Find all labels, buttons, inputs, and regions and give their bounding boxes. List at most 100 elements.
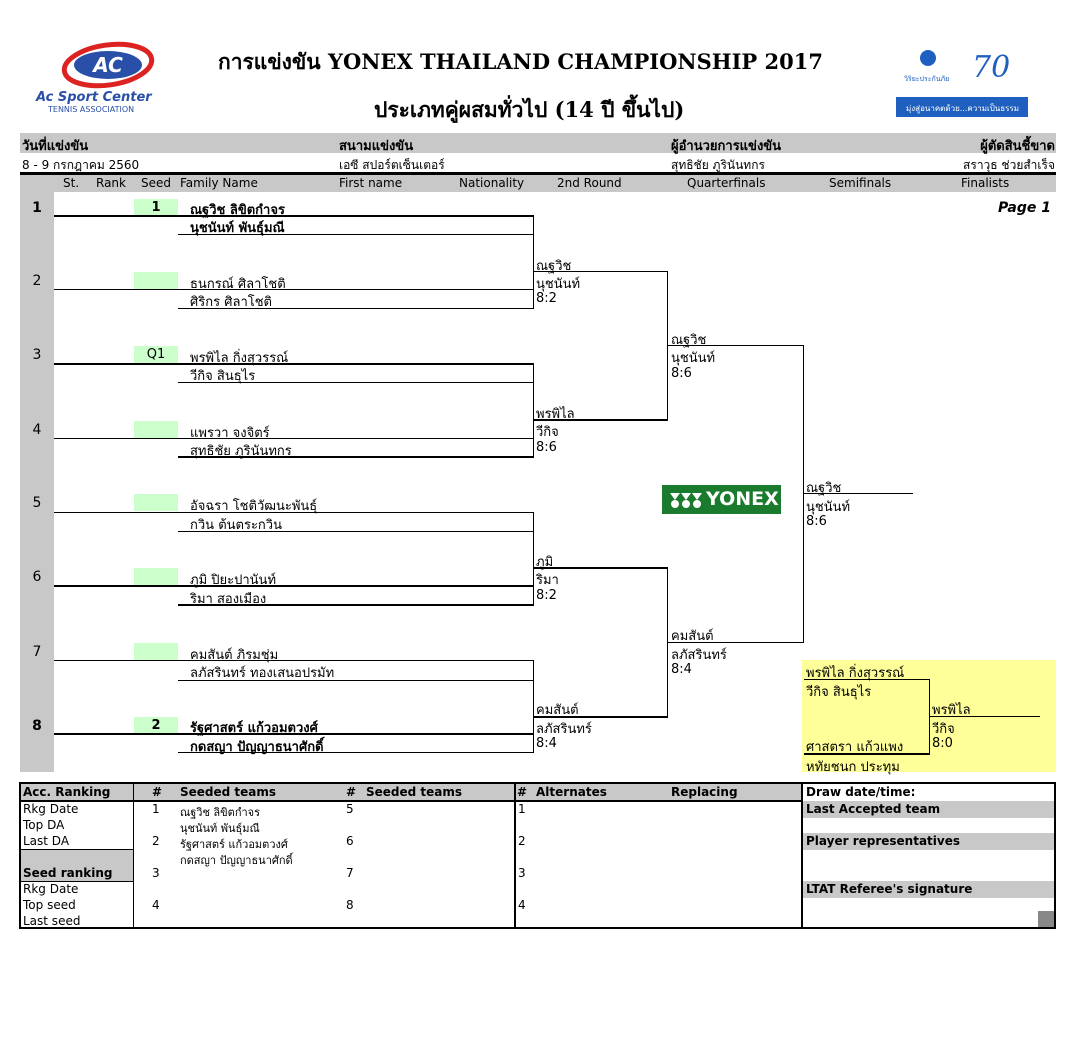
seed-box: 2 (134, 717, 178, 734)
top-seed-label: Top seed (23, 898, 76, 912)
qf-score: 8:6 (671, 366, 692, 381)
round2-player2: วีกิจ (536, 425, 559, 440)
ac-logo: AC Ac Sport Center TENNIS ASSOCIATION (36, 40, 170, 120)
playoff-team-b2: หทัยชนก ประทุม (806, 760, 900, 775)
seed-num: 5 (346, 802, 354, 816)
sponsor-caption: วิริยะประกันภัย (904, 75, 950, 83)
last-seed-label: Last seed (23, 914, 81, 928)
round2-score: 8:4 (536, 736, 557, 751)
alternate-num: 4 (518, 898, 526, 912)
seed-num: 3 (152, 866, 160, 880)
round2-player1: ณฐวิช (536, 259, 572, 274)
draw-position: 3 (32, 347, 42, 363)
entry-player2: กวิน ต้นตระกวิน (190, 518, 282, 533)
seed-num: 2 (152, 834, 160, 848)
seed-box (134, 272, 178, 289)
round2-score: 8:6 (536, 440, 557, 455)
venue-value: เอซี สปอร์ตเซ็นเตอร์ (339, 158, 445, 172)
qf-score: 8:4 (671, 662, 692, 677)
sf-player2: นุชนันท์ (806, 500, 851, 515)
player-reps-label: Player representatives (806, 834, 961, 848)
seed-team-player: ณฐวิช ลิขิตกำจร (180, 806, 261, 819)
seed-box: Q1 (134, 346, 178, 363)
footer-table (19, 782, 1056, 929)
round2-player2: นุชนันท์ (536, 277, 581, 292)
seed-ranking-label: Seed ranking (23, 866, 113, 880)
referee-label: ผู้ตัดสินชี้ขาด (980, 139, 1055, 154)
entry-player1: อัจฉรา โชติวัฒนะพันธุ์ (190, 499, 318, 514)
draw-position: 6 (32, 569, 42, 585)
yonex-mark-icon (670, 493, 702, 508)
alternates-label: Alternates (536, 785, 607, 799)
entry-player2: สุทธิชัย ภูรินันทกร (190, 444, 292, 459)
last-da-label: Last DA (23, 834, 70, 848)
director-label: ผู้อำนวยการแข่งขัน (671, 139, 782, 154)
qf-player2: ลภัสรินทร์ (671, 648, 727, 663)
sf-score: 8:6 (806, 514, 827, 529)
col-round2: 2nd Round (557, 176, 622, 190)
sponsor-banner: มุ่งสู่อนาคตด้วย...ความเป็นธรรม (906, 104, 1020, 113)
col-family: Family Name (180, 176, 258, 190)
seed-num: 4 (152, 898, 160, 912)
draw-position: 5 (32, 495, 42, 511)
sponsor-emblem-icon (920, 50, 936, 66)
entry-player2: ศิริกร ศิลาโชติ (190, 295, 272, 310)
entry-player1: แพรวา จงจิตร์ (190, 426, 270, 441)
seed-box (134, 421, 178, 438)
seeded-teams-label: Seeded teams (366, 785, 463, 799)
alternate-num: 2 (518, 834, 526, 848)
replacing-label: Replacing (671, 785, 738, 799)
svg-text:AC: AC (91, 53, 123, 77)
rkg-date-label: Rkg Date (23, 802, 79, 816)
seed-num: 1 (152, 802, 160, 816)
seed-team-player: นุชนันท์ พันธุ์มณี (180, 822, 260, 835)
ac-logo-icon: AC (61, 41, 155, 89)
entry-player2: ลภัสรินทร์ ทองเสนอปรมัท (190, 666, 335, 681)
entry-player2: นุชนันท์ พันธุ์มณี (190, 221, 285, 236)
entry-player1: ณฐวิช ลิขิตกำจร (190, 203, 285, 218)
col-seed: Seed (141, 176, 171, 190)
playoff-team-a2: วีกิจ สินธุไร (806, 685, 872, 700)
alternate-num: 3 (518, 866, 526, 880)
seeded-teams-label: Seeded teams (180, 785, 277, 799)
playoff-winner2: วีกิจ (932, 722, 955, 737)
hash-label: # (346, 785, 357, 799)
qf-player1: คมสันต์ (671, 629, 714, 644)
entry-player2: ริมา สองเมือง (190, 592, 267, 607)
alternate-num: 1 (518, 802, 526, 816)
col-rank: Rank (96, 176, 126, 190)
playoff-team-b1: ศาสตรา แก้วแพง (806, 740, 904, 755)
date-label: วันที่แข่งขัน (22, 139, 89, 154)
playoff-score: 8:0 (932, 736, 953, 751)
page-subtitle: ประเภทคู่ผสมทั่วไป (14 ปี ขึ้นไป) (374, 97, 685, 122)
col-semifinals: Semifinals (829, 176, 892, 190)
hash-label: # (517, 785, 528, 799)
number-column (20, 192, 54, 772)
playoff-team-a1: พรพิไล กิ่งสุวรรณ์ (806, 666, 905, 681)
draw-position: 8 (32, 718, 42, 734)
signature-box[interactable] (1038, 911, 1054, 927)
yonex-wordmark: YONEX (706, 488, 779, 510)
entry-player1: ภูมิ ปิยะปานันท์ (190, 573, 277, 588)
seed-team-player: กดสญา ปัญญาธนาศักดิ์ (180, 854, 293, 867)
draw-position: 4 (32, 422, 42, 438)
info-label-band (20, 133, 1056, 153)
round2-player2: ริมา (536, 573, 559, 588)
page-label: Page 1 (998, 200, 1051, 216)
acc-ranking-label: Acc. Ranking (23, 785, 111, 799)
column-header-band (20, 175, 1056, 192)
sf-player1: ณฐวิช (806, 481, 842, 496)
entry-player2: กดสญา ปัญญาธนาศักดิ์ (190, 740, 324, 755)
seventy-years-badge: 70 (972, 50, 1011, 85)
top-da-label: Top DA (23, 818, 65, 832)
seed-box (134, 643, 178, 660)
entry-player1: คมสันต์ ภิรมชุ่ม (190, 648, 279, 663)
col-finalists: Finalists (961, 176, 1010, 190)
hash-label: # (152, 785, 163, 799)
draw-position: 1 (32, 200, 42, 216)
col-quarterfinals: Quarterfinals (687, 176, 766, 190)
venue-label: สนามแข่งขัน (339, 139, 414, 154)
round2-player1: พรพิไล (536, 407, 575, 422)
round2-player2: ลภัสรินทร์ (536, 722, 592, 737)
referee-value: สราวุธ ช่วยสำเร็จ (963, 158, 1055, 172)
